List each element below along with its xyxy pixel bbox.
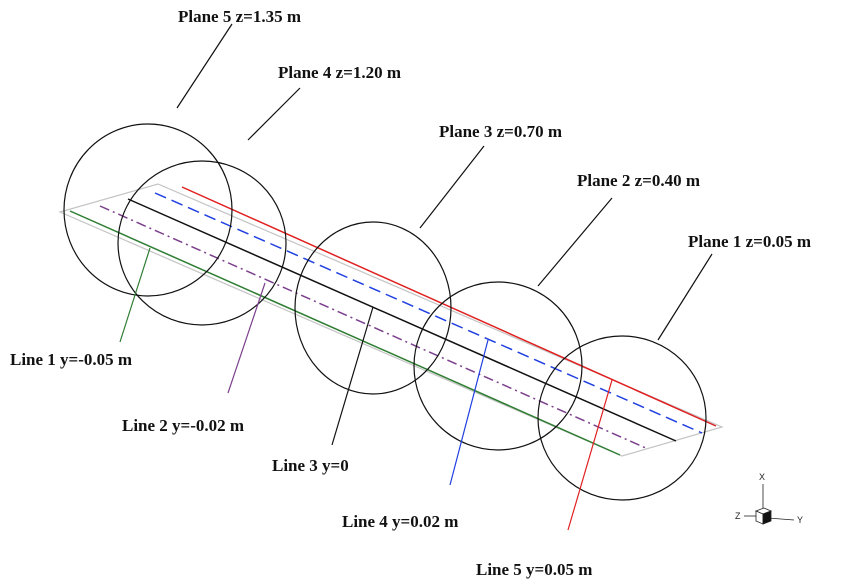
plane-circles [63,123,707,501]
plane-1-label: Plane 1 z=0.05 m [688,232,811,251]
domain-outline [58,183,724,457]
domain-parallelogram [58,183,724,457]
plane-3-label: Plane 3 z=0.70 m [439,122,562,141]
line-2-label: Line 2 y=-0.02 m [122,416,244,435]
line-4-path [154,192,703,434]
plane-4-circle [117,160,287,326]
plane-4-leader [247,87,301,141]
line-1-label: Line 1 y=-0.05 m [10,350,132,369]
axis-cube-right [762,510,772,525]
measurement-lines [69,186,717,456]
line-3-label: Line 3 y=0 [272,456,349,475]
plane-3-circle [294,221,452,395]
line-labels: Line 1 y=-0.05 m Line 2 y=-0.02 m Line 3… [10,350,592,579]
plane-1-circle [537,335,707,501]
line-2-path [99,205,649,450]
line-5-label: Line 5 y=0.05 m [476,560,592,579]
line-leaders [119,247,613,531]
axis-y-label: Y [797,515,803,525]
line-3-leader [331,306,374,446]
plane-2-label: Plane 2 z=0.40 m [577,171,700,190]
axis-triad: X Y Z [735,472,803,525]
line-4-label: Line 4 y=0.02 m [342,512,458,531]
axis-z-label: Z [735,511,741,521]
axis-y-line [767,517,795,521]
plane-leaders [176,23,713,341]
line-2-leader [227,282,266,394]
plane-2-leader [537,197,613,287]
line-1-path [69,210,621,456]
line-3-path [127,198,677,442]
line-5-leader [567,379,613,531]
plane-5-leader [176,23,233,109]
plane-5-circle [63,123,233,297]
plane-3-leader [419,145,485,229]
line-1-leader [119,247,151,343]
plane-5-label: Plane 5 z=1.35 m [178,7,301,26]
plane-4-label: Plane 4 z=1.20 m [278,63,401,82]
plane-1-leader [657,253,713,341]
plane-2-circle [413,281,583,451]
line-5-path [181,186,717,427]
line-4-leader [449,339,489,486]
axis-x-label: X [759,472,765,482]
plane-labels: Plane 5 z=1.35 m Plane 4 z=1.20 m Plane … [178,7,811,251]
